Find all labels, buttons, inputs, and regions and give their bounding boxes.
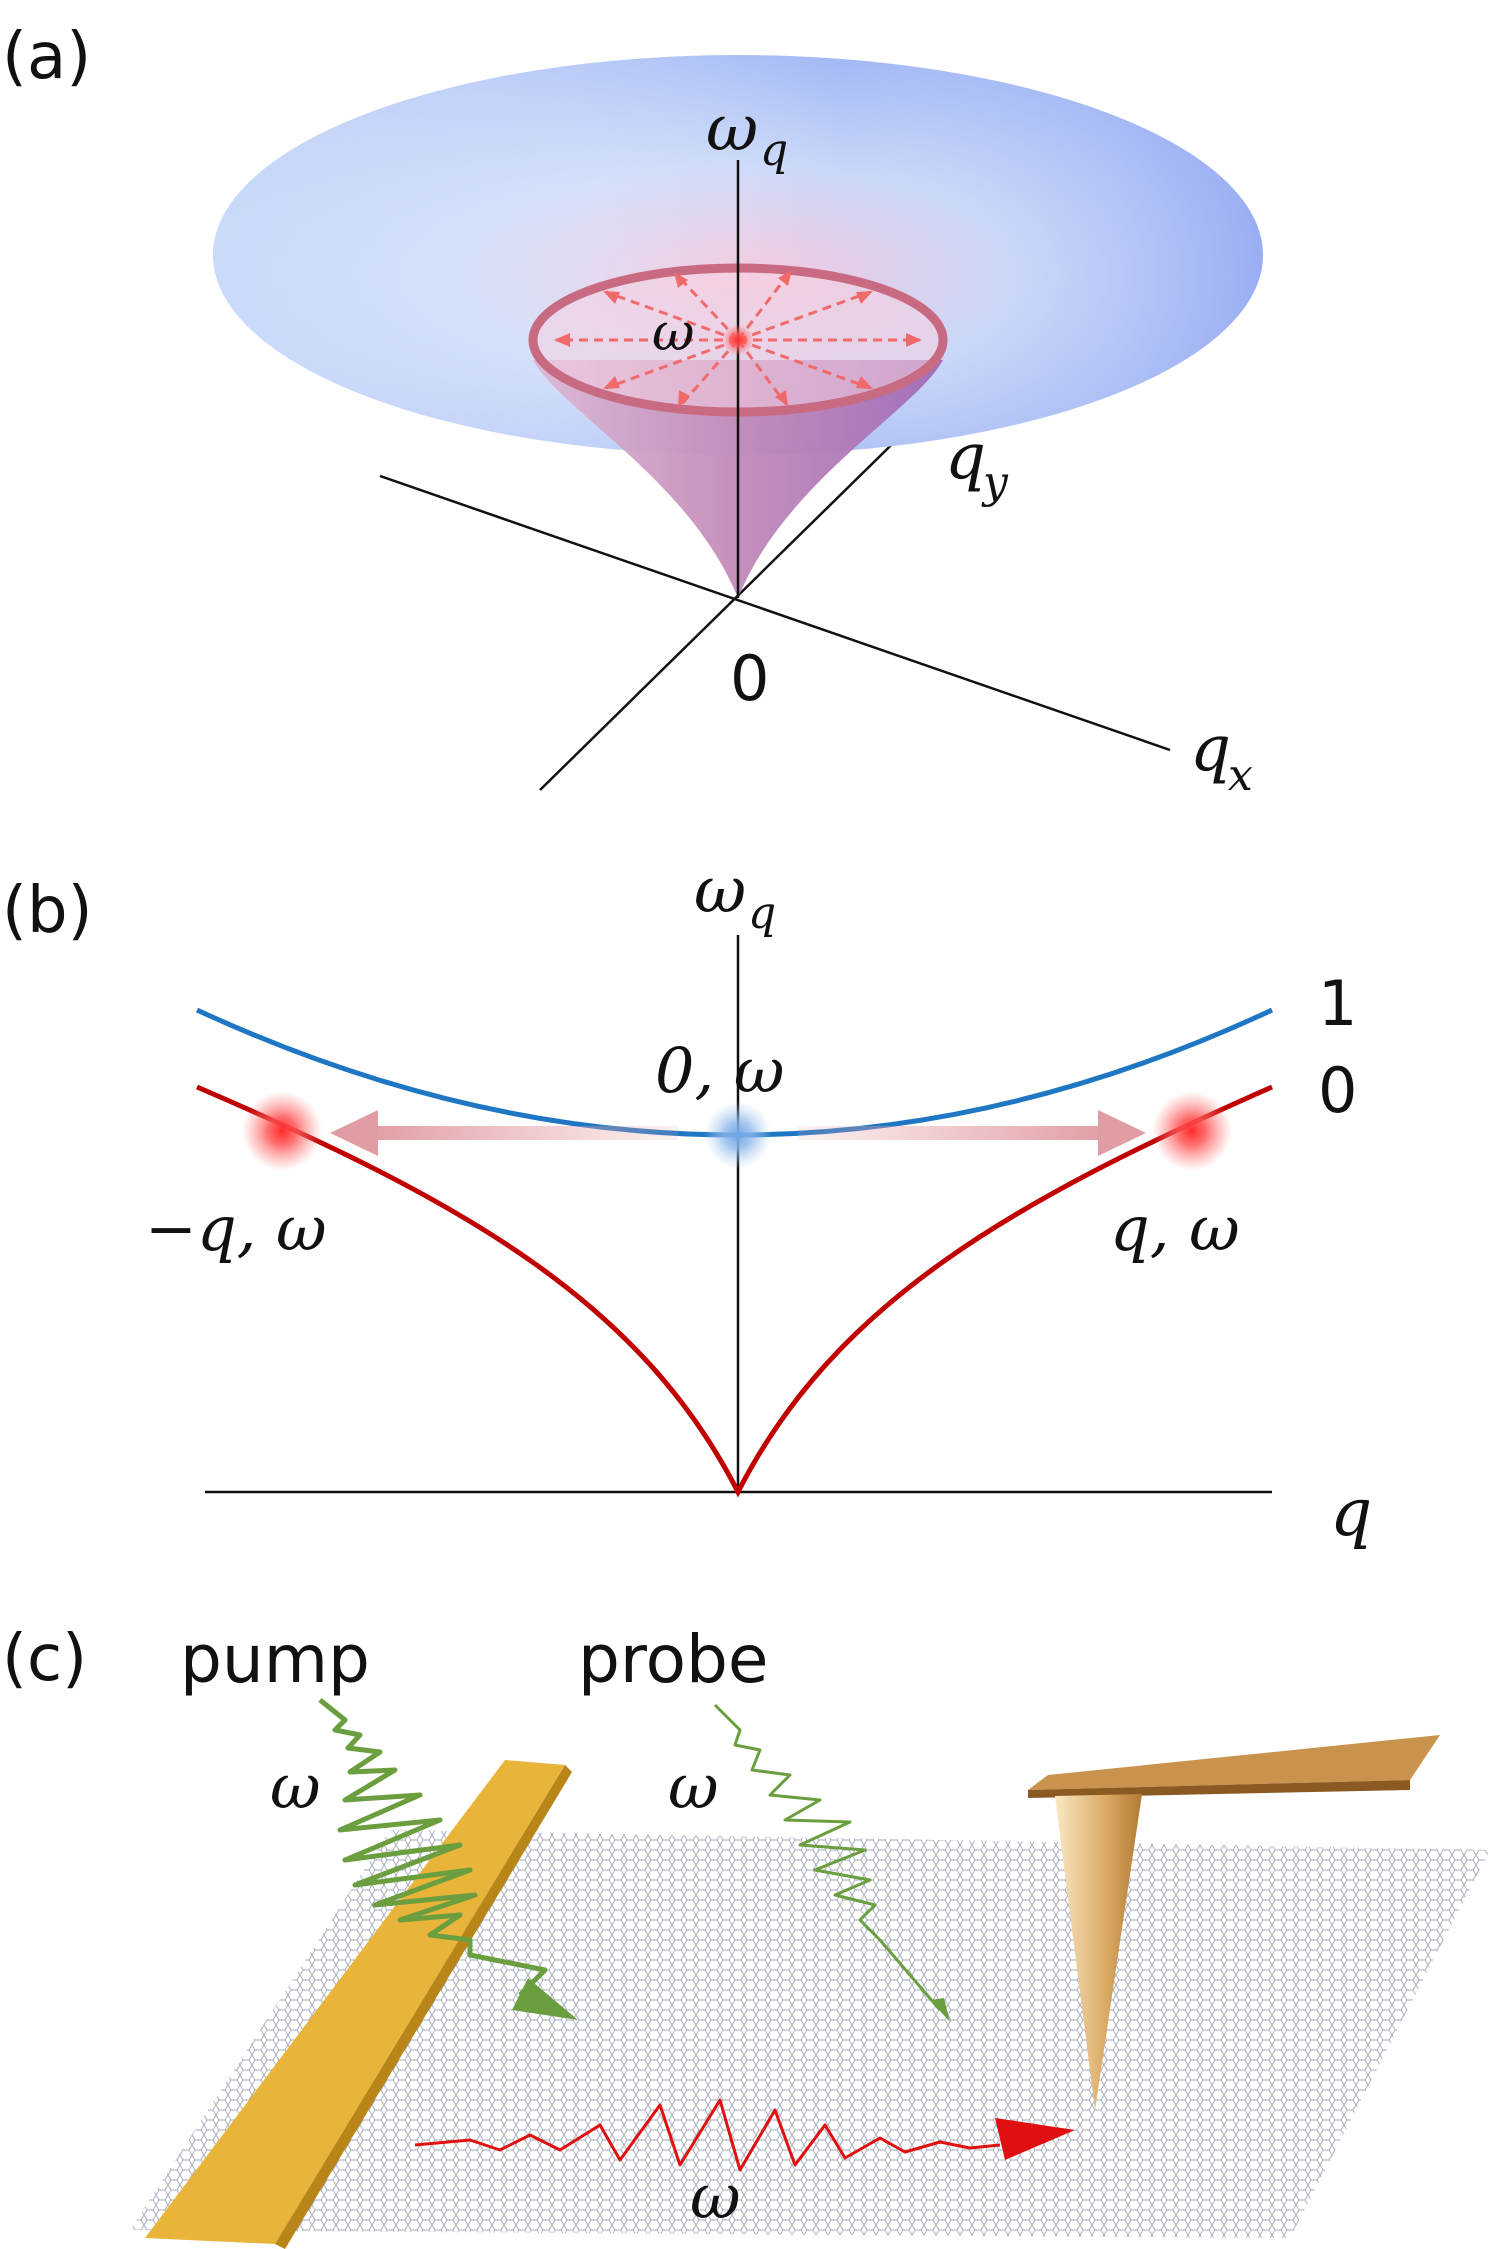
axis-omega-subscript: q [760,125,788,176]
pump-beam [318,1698,548,1997]
origin-label: 0 [730,642,769,715]
gold-electrode [145,1760,565,2244]
afm-cantilever-edge [1028,1780,1410,1798]
panel-c: (c) pump probe ω ω ω [2,1621,1490,2249]
qy-axis-subscript: y [981,457,1009,508]
pump-label: pump [180,1621,370,1698]
momentum-transfer-arrows [330,1110,1146,1156]
center-point-label: 0, ω [655,1034,784,1107]
center-point [704,1101,772,1169]
q-axis-label: q [1330,1474,1372,1551]
probe-beam [713,1703,942,2011]
left-point-label: −q, ω [145,1192,327,1265]
right-point [1152,1091,1232,1171]
axis-omega-subscript-b: q [748,888,776,939]
lower-branch-curve [196,1084,1274,1498]
afm-tip [1055,1794,1142,2110]
wavevector-arrowheads [554,270,922,408]
pump-omega-label: ω [270,1750,321,1823]
probe-arrowhead [930,1998,950,2022]
plasmon-wave [414,2098,1001,2172]
probe-omega-label: ω [668,1750,719,1823]
qx-axis-label: q [1190,712,1231,786]
panel-c-label: (c) [2,1622,87,1696]
omega-point-label: ω [652,303,694,363]
panel-a: (a) [2,20,1263,801]
branch-0-label: 0 [1318,1054,1357,1127]
axis-omega-label-b: ω [694,854,746,928]
afm-cantilever [1028,1735,1440,1790]
plasmon-arrowhead [995,2118,1075,2160]
qx-axis-subscript: x [1228,750,1253,801]
axis-omega-label: ω [706,92,758,166]
panel-b: (b) ω q 1 0 0, ω −q, ω q, ω q [2,854,1372,1551]
probe-label: probe [578,1621,768,1698]
panel-a-label: (a) [2,20,91,94]
right-point-label: q, ω [1110,1192,1240,1265]
gold-electrode-edge [275,1765,572,2249]
qy-axis-label: q [945,420,986,494]
omega-point [722,324,754,356]
wavevector-arrows [556,271,920,407]
plasmon-omega-label: ω [690,2160,741,2233]
qx-axis [379,474,1171,752]
pump-arrowhead [512,1978,578,2020]
left-point [242,1091,322,1171]
branch-1-label: 1 [1318,967,1357,1040]
panel-b-label: (b) [2,874,93,948]
